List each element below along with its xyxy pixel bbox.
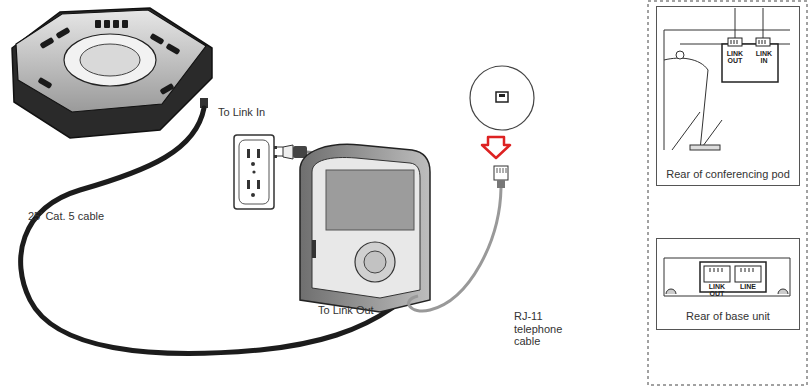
conferencing-pod xyxy=(12,8,212,138)
telephone-jack xyxy=(470,66,534,158)
cable-label: 25' Cat. 5 cable xyxy=(28,210,104,223)
wall-outlet xyxy=(234,135,274,209)
connection-label: To Link Out xyxy=(318,304,374,317)
inset-caption: Rear of base unit xyxy=(657,309,799,323)
port-label: LINK IN xyxy=(752,50,776,65)
inset-caption: Rear of conferencing pod xyxy=(657,167,799,181)
dashed-panel xyxy=(648,1,807,385)
port-label: LINK OUT xyxy=(723,50,747,65)
inset-panel: Rear of conferencing pod xyxy=(656,6,800,186)
inset-panel: Rear of base unit xyxy=(656,238,800,330)
pod-rear-detail xyxy=(664,8,790,150)
port-label: LINE xyxy=(733,283,763,290)
base-rear-detail xyxy=(664,258,790,296)
port-label: LINK OUT xyxy=(702,283,732,298)
connection-label: To Link In xyxy=(218,106,265,119)
rj11-cable xyxy=(409,166,508,311)
base-unit xyxy=(300,144,430,312)
cable-label: RJ-11 telephone cable xyxy=(514,310,574,348)
